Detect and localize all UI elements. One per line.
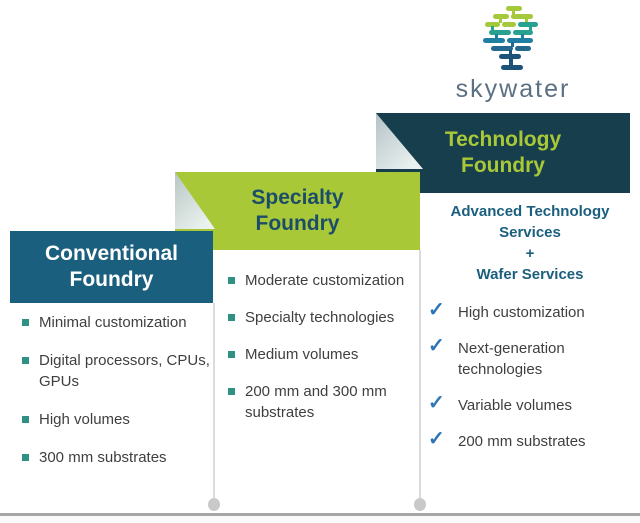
square-bullet-icon <box>22 454 29 461</box>
list-item: Digital processors, CPUs, GPUs <box>20 350 215 392</box>
specialty-foundry-header: Specialty Foundry <box>175 172 420 250</box>
technology-title-line-2: Foundry <box>461 154 545 177</box>
list-item: 200 mm and 300 mm substrates <box>226 381 416 423</box>
list-item: ✓ High customization <box>428 299 633 323</box>
specialty-title-line-2: Foundry <box>255 212 340 235</box>
list-item: Medium volumes <box>226 344 416 365</box>
list-item-text: 200 mm and 300 mm substrates <box>245 383 387 421</box>
checkmark-icon: ✓ <box>428 428 445 450</box>
square-bullet-icon <box>228 314 235 321</box>
bottom-divider-rule <box>0 513 640 516</box>
square-bullet-icon <box>22 416 29 423</box>
list-item-text: Minimal customization <box>39 314 187 331</box>
square-bullet-icon <box>228 388 235 395</box>
technology-check-list: ✓ High customization ✓ Next-generation t… <box>428 299 633 452</box>
list-item-text: Specialty technologies <box>245 309 395 326</box>
list-item-text: Next-generation technologies <box>458 340 565 378</box>
list-item-text: Variable volumes <box>458 397 572 414</box>
checkmark-icon: ✓ <box>428 392 445 414</box>
conventional-title-line-1: Conventional <box>44 242 178 265</box>
list-item-text: High customization <box>458 304 585 321</box>
list-item-text: Medium volumes <box>245 346 359 363</box>
bottom-margin-strip <box>0 516 640 523</box>
square-bullet-icon <box>22 319 29 326</box>
list-item: Specialty technologies <box>226 307 416 328</box>
skywater-logo: skywater <box>428 6 598 102</box>
specialty-title-line-1: Specialty <box>251 186 344 209</box>
list-item: ✓ Next-generation technologies <box>428 335 633 380</box>
technology-services-heading: Advanced Technology Services + Wafer Ser… <box>432 201 628 285</box>
conventional-title-line-2: Foundry <box>69 268 154 291</box>
skywater-wordmark: skywater <box>455 75 571 103</box>
conventional-foundry-header: Conventional Foundry <box>10 231 213 303</box>
list-item: 300 mm substrates <box>20 447 215 468</box>
column-divider-dot <box>414 498 426 511</box>
technology-title-line-1: Technology <box>444 128 562 151</box>
list-item: ✓ Variable volumes <box>428 392 633 416</box>
specialty-bullet-list: Moderate customization Specialty technol… <box>226 270 416 423</box>
conventional-bullet-list: Minimal customization Digital processors… <box>20 312 215 468</box>
services-heading-plus: + <box>525 245 535 262</box>
list-item-text: High volumes <box>39 411 130 428</box>
square-bullet-icon <box>22 357 29 364</box>
list-item-text: 200 mm substrates <box>458 433 586 450</box>
column-divider-line <box>419 250 421 498</box>
square-bullet-icon <box>228 277 235 284</box>
list-item: ✓ 200 mm substrates <box>428 428 633 452</box>
column-divider-line <box>213 303 215 498</box>
square-bullet-icon <box>228 351 235 358</box>
list-item: Moderate customization <box>226 270 416 291</box>
checkmark-icon: ✓ <box>428 299 445 321</box>
skywater-logo-icon <box>483 6 538 70</box>
list-item-text: Moderate customization <box>245 272 405 289</box>
list-item-text: 300 mm substrates <box>39 449 167 466</box>
column-divider-dot <box>208 498 220 511</box>
checkmark-icon: ✓ <box>428 335 445 357</box>
services-heading-line: Advanced Technology Services <box>450 203 610 241</box>
list-item: High volumes <box>20 409 215 430</box>
list-item: Minimal customization <box>20 312 215 333</box>
services-heading-line: Wafer Services <box>476 266 584 283</box>
list-item-text: Digital processors, CPUs, GPUs <box>39 352 210 390</box>
